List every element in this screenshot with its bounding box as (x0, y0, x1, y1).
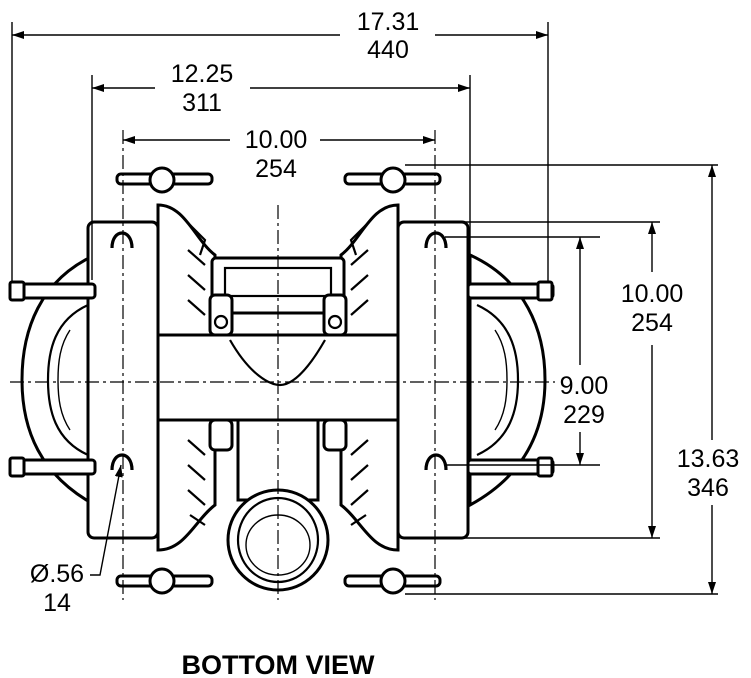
overall-width-in: 17.31 (357, 8, 420, 36)
hole-spacing-in: 9.00 (560, 372, 609, 400)
mount-height-in: 10.00 (621, 280, 684, 308)
center-lines (10, 130, 555, 600)
right-ribs (349, 224, 369, 526)
wing-nuts (115, 166, 442, 595)
overall-height-in: 13.63 (677, 445, 740, 473)
left-bolts (8, 280, 97, 478)
dimension-lines (12, 31, 716, 594)
mount-width-mm: 254 (255, 155, 297, 183)
bolt-width-in: 12.25 (171, 60, 234, 88)
view-title: BOTTOM VIEW (182, 650, 376, 678)
hole-diameter-mm: 14 (43, 589, 71, 617)
right-bolts (466, 280, 555, 478)
overall-width-mm: 440 (367, 36, 409, 64)
extension-lines (11, 22, 718, 595)
dimension-labels: 17.31 440 12.25 311 10.00 254 10.00 254 … (30, 8, 739, 617)
hole-spacing-mm: 229 (563, 401, 605, 429)
mount-height-mm: 254 (631, 309, 673, 337)
hole-diameter-in: Ø.56 (30, 560, 84, 588)
bolt-width-mm: 311 (182, 89, 222, 117)
mount-width-in: 10.00 (245, 126, 308, 154)
left-ribs (187, 224, 207, 526)
overall-height-mm: 346 (687, 474, 729, 502)
